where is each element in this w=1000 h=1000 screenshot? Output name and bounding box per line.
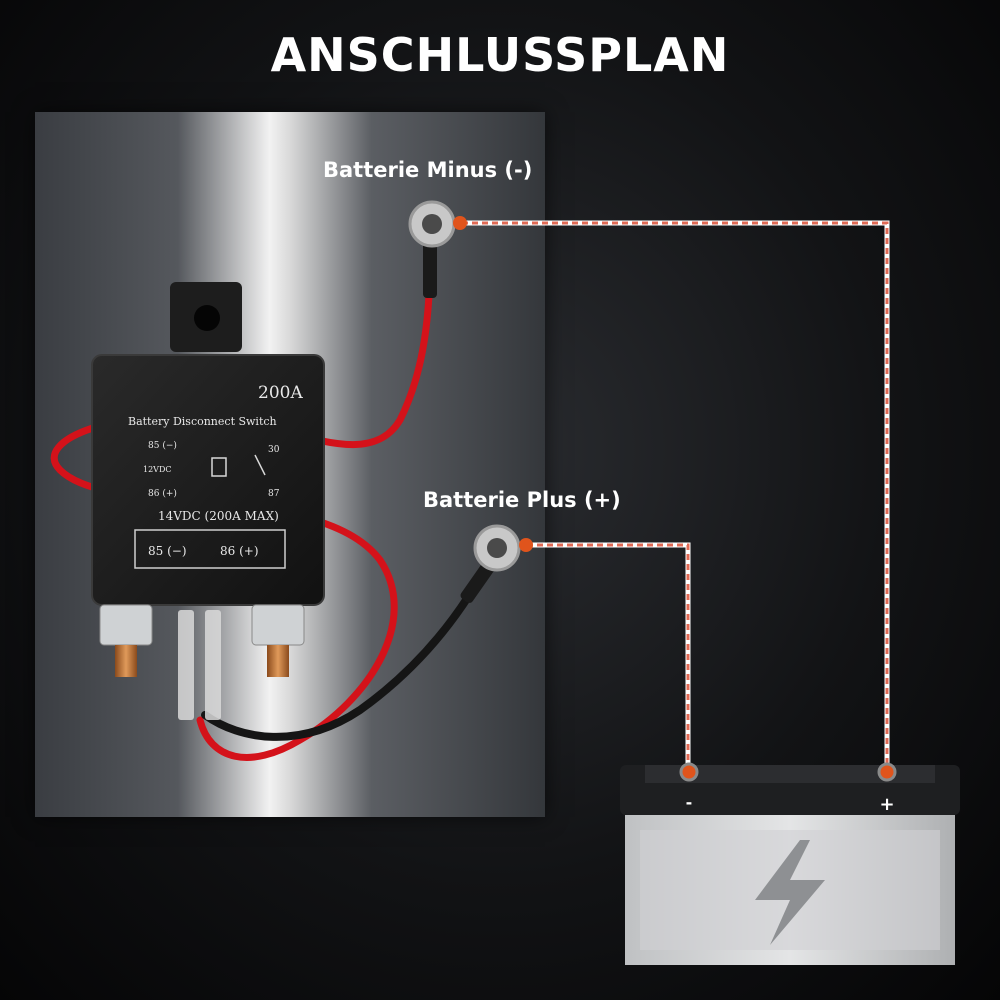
plus-ring-terminal bbox=[460, 524, 521, 603]
red-wire bbox=[50, 254, 434, 761]
minus-ring-terminal bbox=[408, 200, 456, 298]
relay-box-86: 86 (+) bbox=[220, 544, 259, 558]
relay-coil-icon bbox=[211, 457, 227, 477]
page-title: ANSCHLUSSPLAN bbox=[270, 28, 730, 82]
car-battery bbox=[620, 765, 960, 965]
relay-stud-left bbox=[99, 604, 153, 677]
battery-plus-terminal bbox=[877, 762, 897, 782]
battery-minus-terminal bbox=[679, 762, 699, 782]
plus-connector-dot bbox=[519, 538, 533, 552]
spade-connectors bbox=[178, 610, 221, 720]
battery-plus-label: Batterie Plus (+) bbox=[423, 488, 621, 512]
minus-connector-dot bbox=[453, 216, 467, 230]
lightning-icon bbox=[755, 840, 825, 945]
relay-pin87: 87 bbox=[268, 489, 280, 499]
relay-pin86: 86 (+) bbox=[148, 488, 177, 499]
relay-stud-right bbox=[251, 604, 305, 677]
battery-minus-label: Batterie Minus (-) bbox=[323, 158, 533, 182]
minus-connection-line bbox=[462, 220, 890, 772]
relay-name: Battery Disconnect Switch bbox=[128, 415, 277, 428]
relay-12vdc: 12VDC bbox=[143, 465, 172, 474]
relay-switch: 200A Battery Disconnect Switch 85 (−) 12… bbox=[91, 282, 325, 606]
relay-contact-icon bbox=[254, 454, 266, 476]
relay-spec: 14VDC (200A MAX) bbox=[158, 509, 279, 523]
relay-box-85: 85 (−) bbox=[148, 544, 187, 558]
relay-pin85: 85 (−) bbox=[148, 440, 177, 451]
plus-connection-line bbox=[527, 542, 691, 772]
battery-minus-sign: - bbox=[686, 793, 693, 812]
battery-plus-sign: + bbox=[879, 794, 894, 815]
relay-pin30: 30 bbox=[268, 445, 280, 455]
relay-rating: 200A bbox=[258, 383, 303, 403]
